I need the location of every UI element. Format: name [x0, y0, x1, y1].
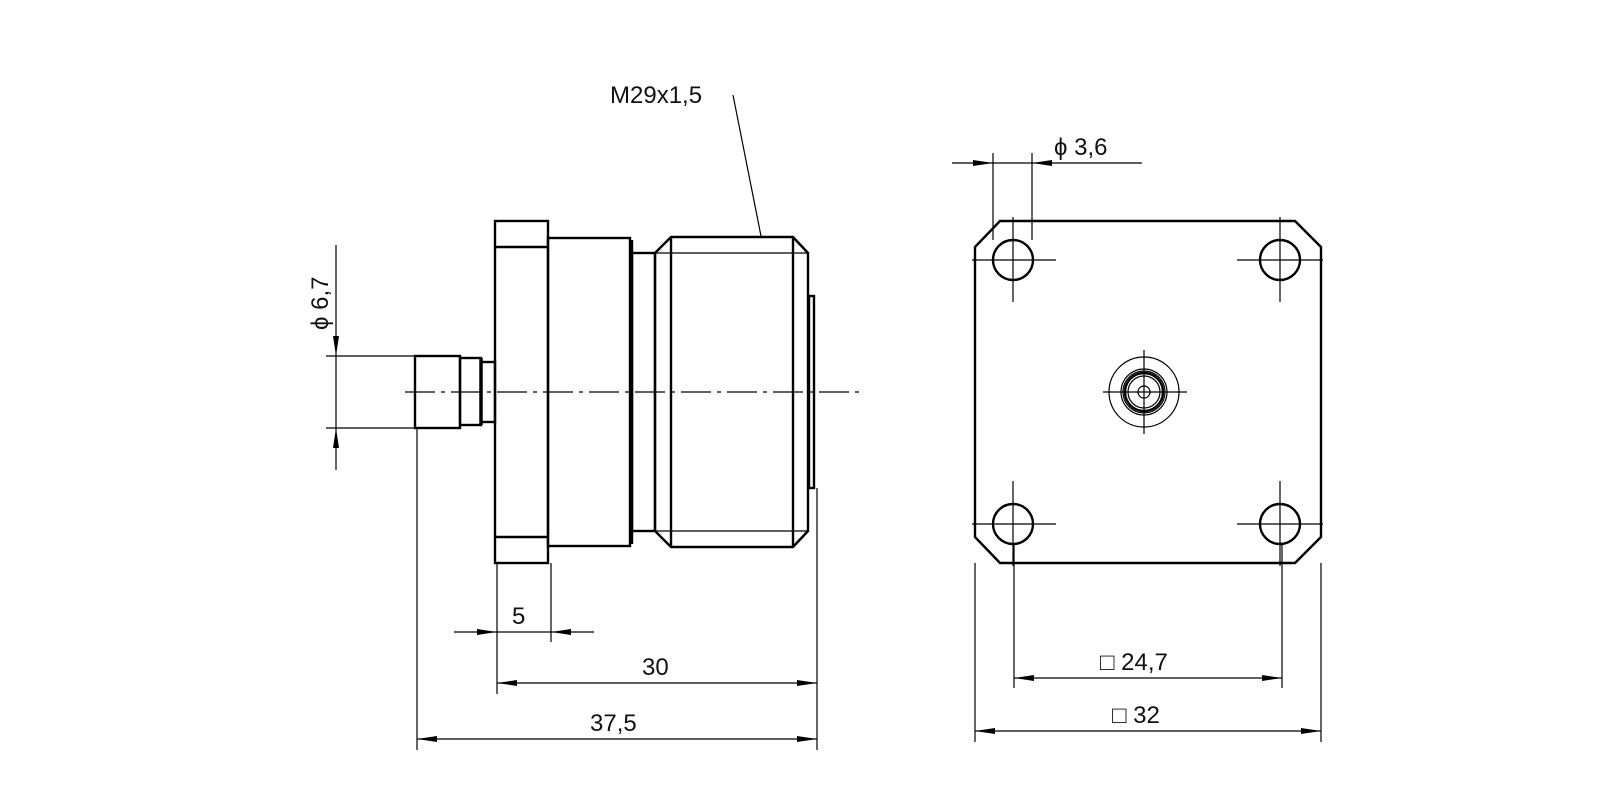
center-connector-socket [1103, 350, 1187, 434]
mounting-hole-top-right [1237, 217, 1323, 302]
rear-face [807, 294, 816, 490]
contact-pin [413, 354, 497, 430]
hole-diameter-dimension: ϕ 3,6 [952, 134, 1142, 240]
mounting-hole-bottom-left [972, 481, 1056, 566]
body-length-dimension: 30 [497, 654, 817, 686]
hole-diameter-label: ϕ 3,6 [1054, 134, 1107, 161]
overall-length-dimension: 37,5 [417, 710, 817, 742]
mounting-hole-bottom-right [1237, 481, 1323, 566]
hole-spacing-dimension: □ 24,7 [1014, 649, 1282, 681]
pin-diameter-dimension: ϕ 6,7 [307, 245, 415, 470]
mounting-hole-top-left [972, 217, 1056, 302]
flange-thickness-dimension: 5 [454, 603, 594, 635]
threaded-coupling-nut [653, 235, 810, 549]
front-view: ϕ 3,6 □ 24,7 □ 32 [952, 134, 1323, 742]
square-flange-outline [973, 219, 1323, 565]
hole-spacing-label: □ 24,7 [1100, 649, 1168, 676]
connector-body [546, 236, 632, 548]
overall-length-label: 37,5 [590, 710, 637, 737]
pin-diameter-label: ϕ 6,7 [307, 277, 334, 330]
flange-thickness-label: 5 [512, 603, 525, 630]
thread-label: M29x1,5 [610, 82, 702, 109]
flange-size-label: □ 32 [1112, 702, 1160, 729]
flange-size-dimension: □ 32 [975, 702, 1321, 734]
body-length-label: 30 [642, 654, 669, 681]
side-view: M29x1,5 ϕ 6,7 5 30 [307, 82, 862, 750]
thread-leader-line [732, 94, 762, 237]
